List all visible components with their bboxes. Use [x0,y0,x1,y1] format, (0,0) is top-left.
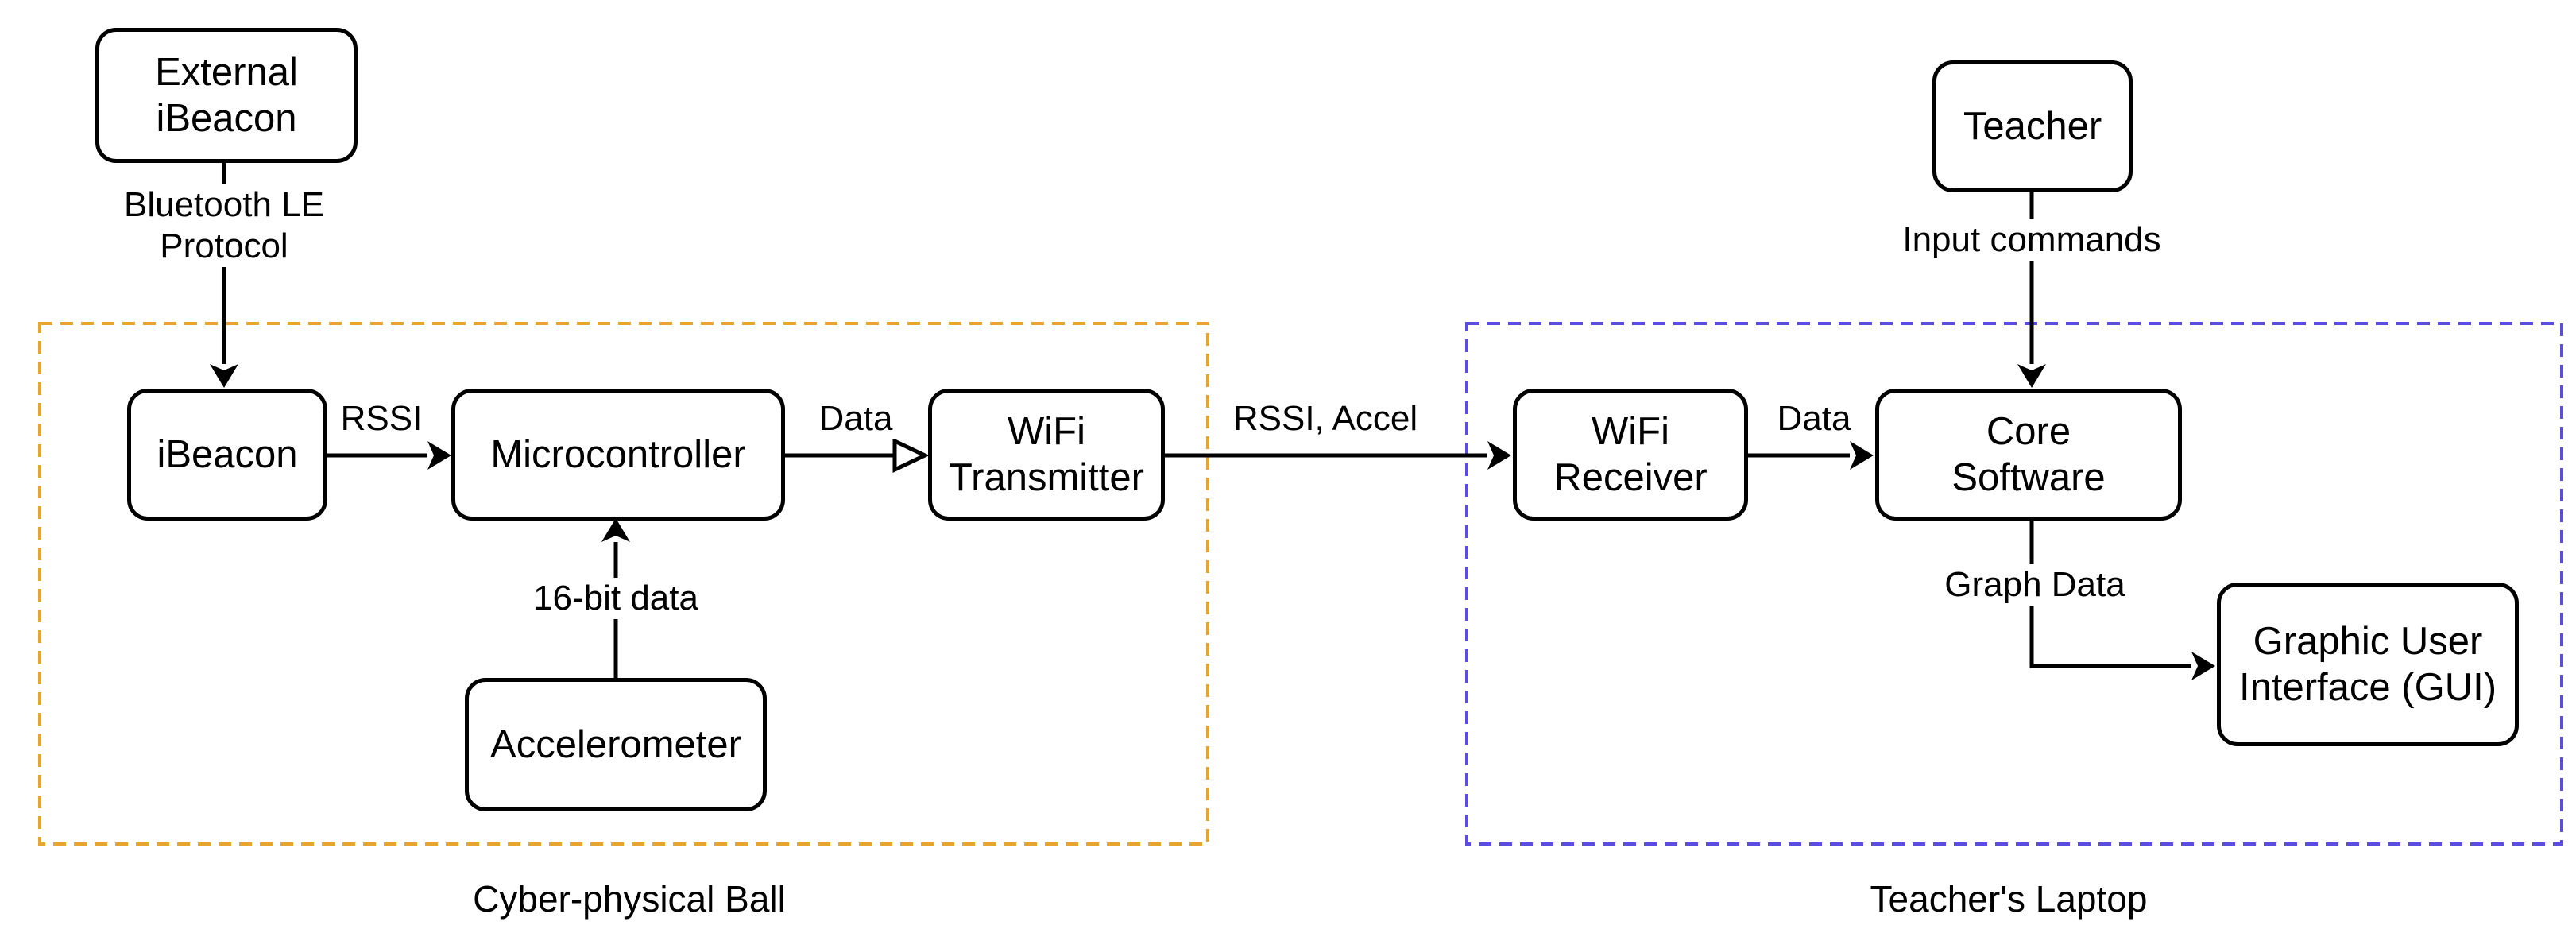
cyber-physical-ball-group [38,322,1209,846]
accelerometer-label: Accelerometer [490,723,741,766]
group-label-ball: Cyber-physical Ball [473,878,786,920]
teacher-label: Teacher [1963,105,2102,148]
edge-label-rssi-accel: RSSI, Accel [1229,398,1421,439]
core-software-label: Core Software [1951,410,2106,499]
arrowhead-data-to-transmitter [892,438,930,473]
teachers-laptop-group [1465,322,2563,846]
arrowhead-input-commands [2017,364,2046,388]
arrowhead-bluetooth [210,364,238,388]
edge-label-data-core: Data [1773,398,1855,439]
microcontroller-node: Microcontroller [451,389,785,521]
teacher-node: Teacher [1932,60,2133,192]
accelerometer-node: Accelerometer [465,678,767,811]
wifi-transmitter-label: WiFi Transmitter [949,410,1144,499]
external-ibeacon-node: External iBeacon [95,28,358,163]
edge-label-data-transmitter: Data [815,398,896,439]
arrowhead-16bit [601,518,630,542]
arrowhead-graph-data [2191,652,2215,680]
edge-label-input-commands: Input commands [1899,219,2164,261]
ibeacon-node: iBeacon [127,389,327,521]
gui-label: Graphic User Interface (GUI) [2238,620,2497,709]
core-software-node: Core Software [1875,389,2182,521]
gui-node: Graphic User Interface (GUI) [2217,583,2519,746]
microcontroller-label: Microcontroller [490,433,746,476]
ibeacon-label: iBeacon [157,433,298,476]
arrowhead-rssi [427,441,451,470]
edge-label-16bit: 16-bit data [530,578,702,619]
group-label-laptop: Teacher's Laptop [1870,878,2148,920]
edge-label-bluetooth: Bluetooth LE Protocol [121,184,327,267]
wifi-receiver-node: WiFi Receiver [1513,389,1748,521]
edge-label-rssi: RSSI [337,398,426,439]
wifi-receiver-label: WiFi Receiver [1553,410,1708,499]
external-ibeacon-label: External iBeacon [155,51,298,140]
arrowhead-rssi-accel [1487,441,1511,470]
arrowhead-data-to-core [1850,441,1874,470]
edge-label-graph-data: Graph Data [1941,564,2129,606]
wifi-transmitter-node: WiFi Transmitter [928,389,1165,521]
